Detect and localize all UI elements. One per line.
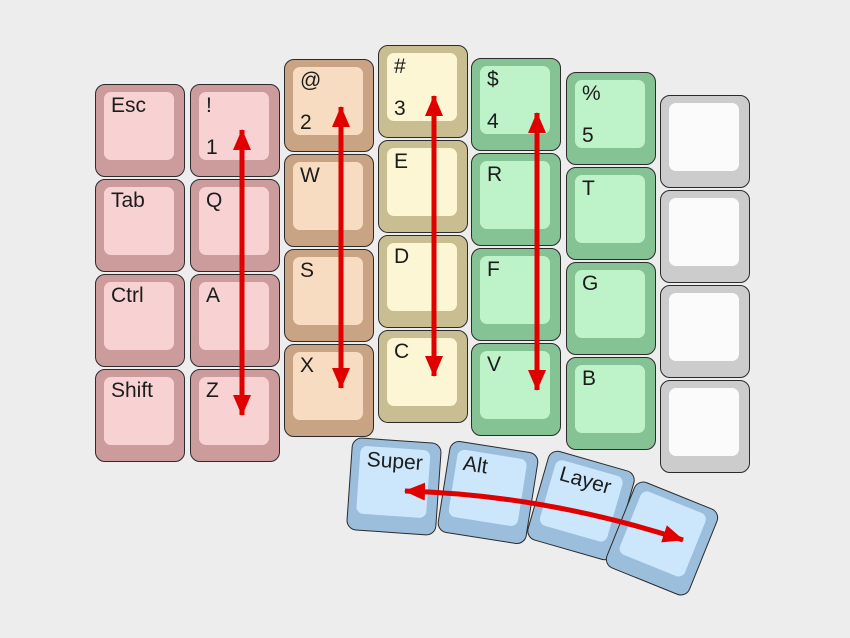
key-label: # xyxy=(394,55,406,78)
key-label: Esc xyxy=(111,94,147,117)
key-label: Shift xyxy=(111,379,154,402)
key-c[interactable]: C xyxy=(378,330,468,423)
key-tab[interactable]: Tab xyxy=(95,179,185,272)
key-1[interactable]: ! 1 xyxy=(190,84,280,177)
keycap: S xyxy=(293,257,363,325)
keycap: G xyxy=(575,270,645,338)
keycap xyxy=(669,198,739,266)
key-label: F xyxy=(487,258,500,281)
key-label: % xyxy=(582,82,601,105)
key-label: E xyxy=(394,150,409,173)
keycap xyxy=(669,103,739,171)
key-label: V xyxy=(487,353,502,376)
key-ctrl[interactable]: Ctrl xyxy=(95,274,185,367)
keycap: W xyxy=(293,162,363,230)
key-label: @ xyxy=(300,69,322,92)
key-e[interactable]: E xyxy=(378,140,468,233)
key-label: Layer xyxy=(556,462,614,500)
key-label: B xyxy=(582,367,597,390)
key-label: A xyxy=(206,284,221,307)
key-label: Alt xyxy=(461,451,490,479)
keycap xyxy=(669,388,739,456)
keycap: $ 4 xyxy=(480,66,550,134)
key-super[interactable]: Super xyxy=(345,436,443,537)
key-blank-3[interactable] xyxy=(660,285,750,378)
key-label: Ctrl xyxy=(111,284,144,307)
key-sublabel: 3 xyxy=(394,97,406,120)
keycap: ! 1 xyxy=(199,92,269,160)
keycap: D xyxy=(387,243,457,311)
keycap: Esc xyxy=(104,92,174,160)
keycap: Q xyxy=(199,187,269,255)
key-r[interactable]: R xyxy=(471,153,561,246)
key-label: T xyxy=(582,177,595,200)
key-f[interactable]: F xyxy=(471,248,561,341)
key-v[interactable]: V xyxy=(471,343,561,436)
key-label: R xyxy=(487,163,503,186)
keycap: Tab xyxy=(104,187,174,255)
key-label: $ xyxy=(487,68,499,91)
keycap: Z xyxy=(199,377,269,445)
key-alt[interactable]: Alt xyxy=(436,439,540,546)
key-a[interactable]: A xyxy=(190,274,280,367)
key-s[interactable]: S xyxy=(284,249,374,342)
key-label: Tab xyxy=(111,189,145,212)
keycap: A xyxy=(199,282,269,350)
keycap: C xyxy=(387,338,457,406)
keycap: Ctrl xyxy=(104,282,174,350)
keycap: Super xyxy=(356,445,431,519)
key-label: W xyxy=(300,164,320,187)
key-label: X xyxy=(300,354,315,377)
key-label: Super xyxy=(366,448,424,475)
key-d[interactable]: D xyxy=(378,235,468,328)
key-label: G xyxy=(582,272,599,295)
keycap: @ 2 xyxy=(293,67,363,135)
key-2[interactable]: @ 2 xyxy=(284,59,374,152)
key-label: C xyxy=(394,340,410,363)
key-sublabel: 4 xyxy=(487,110,499,133)
keycap: # 3 xyxy=(387,53,457,121)
keycap: % 5 xyxy=(575,80,645,148)
keycap: F xyxy=(480,256,550,324)
keycap: R xyxy=(480,161,550,229)
key-z[interactable]: Z xyxy=(190,369,280,462)
key-sublabel: 1 xyxy=(206,136,218,159)
key-3[interactable]: # 3 xyxy=(378,45,468,138)
key-blank-1[interactable] xyxy=(660,95,750,188)
key-shift[interactable]: Shift xyxy=(95,369,185,462)
key-sublabel: 5 xyxy=(582,124,594,147)
key-g[interactable]: G xyxy=(566,262,656,355)
key-blank-4[interactable] xyxy=(660,380,750,473)
keycap xyxy=(669,293,739,361)
keycap: E xyxy=(387,148,457,216)
keycap: Layer xyxy=(538,458,625,544)
keycap: Alt xyxy=(447,448,528,527)
key-label: ! xyxy=(206,94,212,117)
key-label: Z xyxy=(206,379,219,402)
keycap: Shift xyxy=(104,377,174,445)
keycap: T xyxy=(575,175,645,243)
keycap: B xyxy=(575,365,645,433)
key-label: Q xyxy=(206,189,223,212)
key-t[interactable]: T xyxy=(566,167,656,260)
key-x[interactable]: X xyxy=(284,344,374,437)
key-label: D xyxy=(394,245,410,268)
key-w[interactable]: W xyxy=(284,154,374,247)
key-label: S xyxy=(300,259,315,282)
key-blank-2[interactable] xyxy=(660,190,750,283)
key-sublabel: 2 xyxy=(300,111,312,134)
key-4[interactable]: $ 4 xyxy=(471,58,561,151)
key-esc[interactable]: Esc xyxy=(95,84,185,177)
key-5[interactable]: % 5 xyxy=(566,72,656,165)
key-q[interactable]: Q xyxy=(190,179,280,272)
keycap: X xyxy=(293,352,363,420)
key-b[interactable]: B xyxy=(566,357,656,450)
keycap xyxy=(617,489,708,579)
keycap: V xyxy=(480,351,550,419)
